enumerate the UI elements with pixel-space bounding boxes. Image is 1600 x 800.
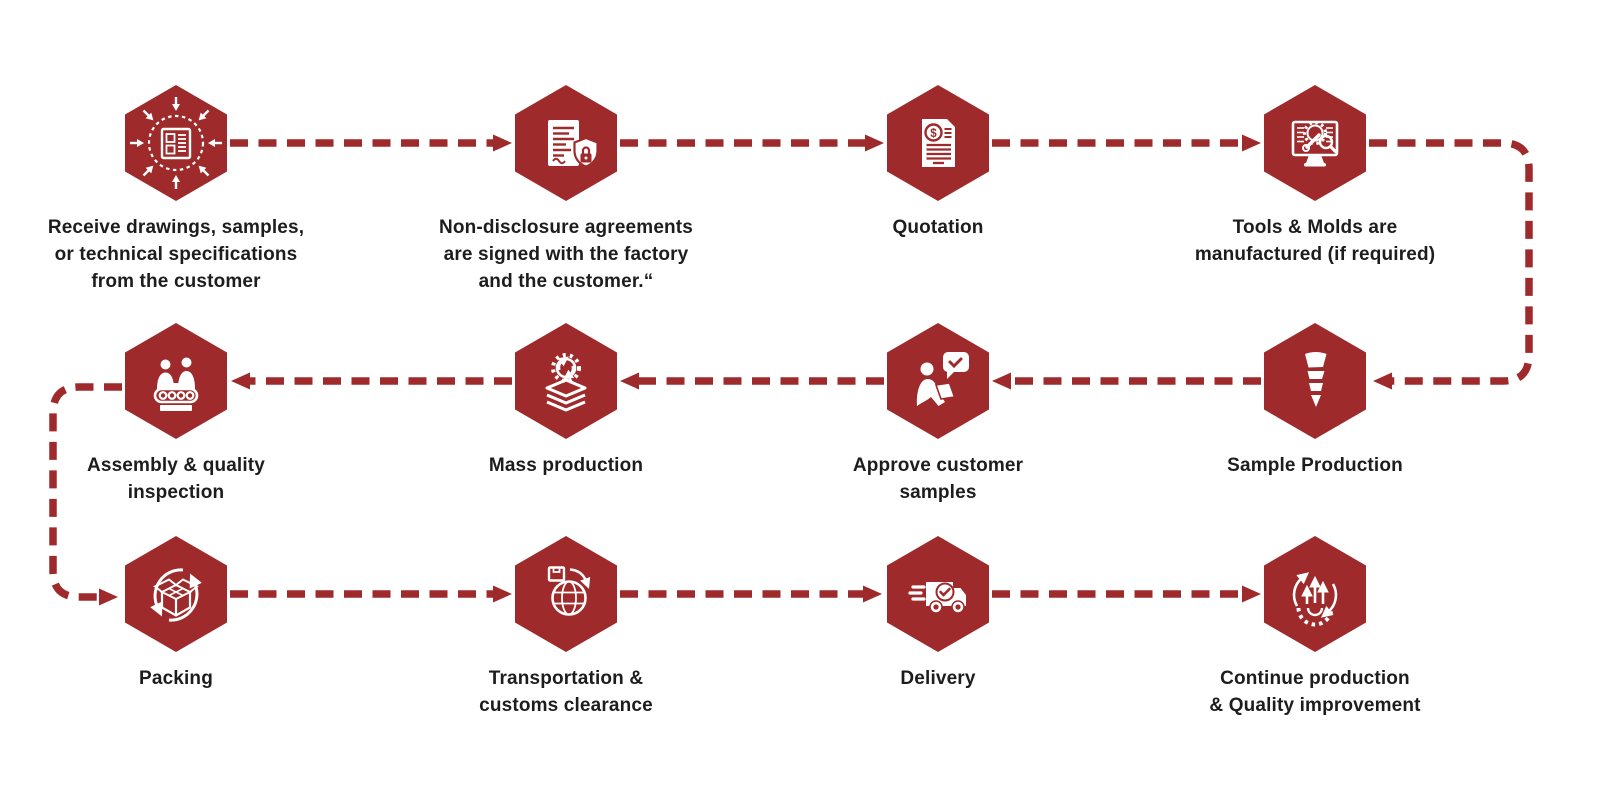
global-shipping-icon xyxy=(515,536,617,652)
step-label: Sample Production xyxy=(1227,455,1403,476)
step-sample-production: Sample Production xyxy=(1145,322,1485,480)
inbound-documents-icon xyxy=(125,85,227,201)
step-mass-production: Mass production xyxy=(396,322,736,480)
step-label: Assembly & quality inspection xyxy=(87,455,265,503)
delivery-truck-icon xyxy=(887,536,989,652)
step-delivery: Delivery xyxy=(768,535,1108,693)
step-label: Mass production xyxy=(488,455,644,476)
step-label: Packing xyxy=(139,668,213,689)
step-nda: Non-disclosure agreements are signed wit… xyxy=(396,84,736,296)
assembly-line-workers-icon xyxy=(125,323,227,439)
packing-box-cycle-icon xyxy=(125,536,227,652)
svg-text:$: $ xyxy=(930,128,937,140)
step-receive-specs: Receive drawings, samples, or technical … xyxy=(6,84,346,296)
step-label: Delivery xyxy=(900,668,976,689)
nda-lock-document-icon xyxy=(515,85,617,201)
step-quotation: $ Quotation xyxy=(768,84,1108,242)
continuous-improvement-icon xyxy=(1264,536,1366,652)
step-label: Non-disclosure agreements are signed wit… xyxy=(439,217,693,292)
step-assembly-inspection: Assembly & quality inspection xyxy=(6,322,346,507)
step-label: Receive drawings, samples, or technical … xyxy=(47,217,305,292)
step-tools-molds: Tools & Molds are manufactured (if requi… xyxy=(1145,84,1485,269)
step-label: Tools & Molds are manufactured (if requi… xyxy=(1194,217,1436,265)
screw-sample-icon xyxy=(1264,323,1366,439)
tooling-design-monitor-icon xyxy=(1264,85,1366,201)
step-packing: Packing xyxy=(6,535,346,693)
step-label: Approve customer samples xyxy=(852,455,1024,503)
step-label: Quotation xyxy=(892,217,984,238)
step-approve-samples: Approve customer samples xyxy=(768,322,1108,507)
step-transport-customs: Transportation & customs clearance xyxy=(396,535,736,720)
gear-layers-icon xyxy=(515,323,617,439)
step-label: Continue production & Quality improvemen… xyxy=(1209,668,1421,716)
step-label: Transportation & customs clearance xyxy=(479,668,653,716)
step-continue-improvement: Continue production & Quality improvemen… xyxy=(1145,535,1485,720)
customer-approval-chat-icon xyxy=(887,323,989,439)
price-quote-document-icon: $ xyxy=(887,85,989,201)
